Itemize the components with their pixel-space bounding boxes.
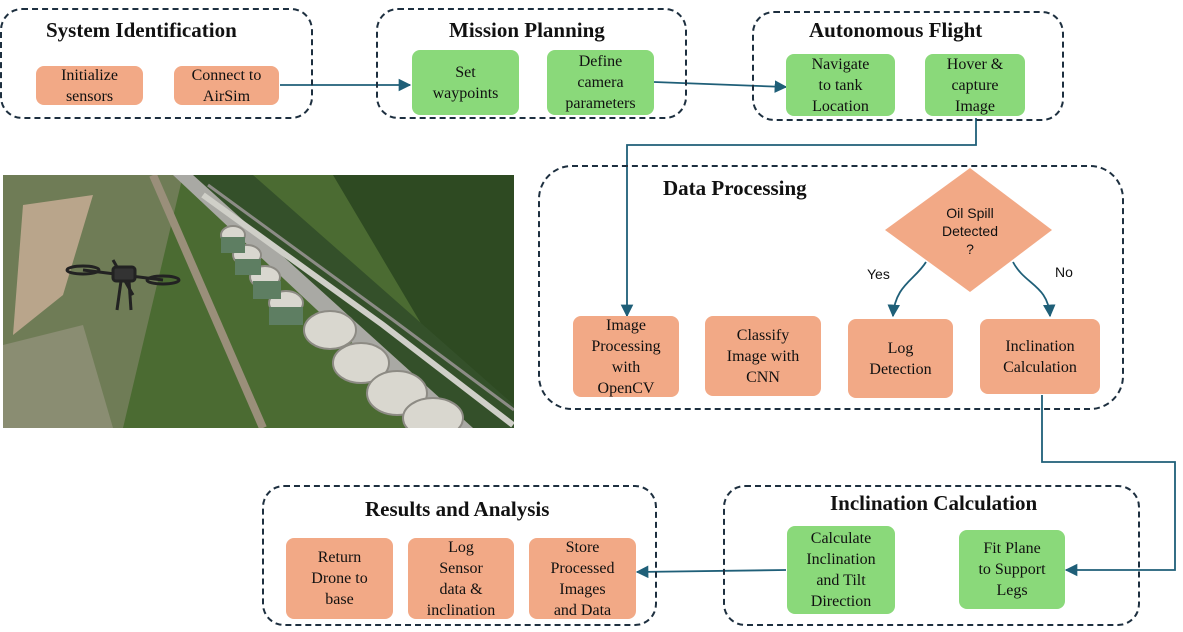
step-return-drone: Return Drone to base [286,538,393,619]
step-inclination-calculation: Inclination Calculation [980,319,1100,394]
step-define-camera-parameters: Define camera parameters [547,50,654,115]
group-title: Autonomous Flight [809,18,983,42]
group-title: Mission Planning [449,18,605,42]
arrow-inclination-to-results [635,565,787,579]
group-system-identification [0,8,313,119]
branch-no-label: No [1055,264,1073,280]
group-autonomous-flight [752,11,1064,121]
group-mission-planning [376,8,687,119]
step-image-processing-opencv: Image Processing with OpenCV [573,316,679,397]
decision-label: Oil Spill Detected ? [941,205,999,257]
group-title: Inclination Calculation [830,491,1038,515]
group-inclination-calculation [723,485,1140,626]
arrow-flight-to-processing [620,118,977,318]
step-set-waypoints: Set waypoints [412,50,519,115]
step-connect-airsim: Connect to AirSim [174,66,279,105]
branch-yes-label: Yes [867,266,890,282]
arrow-mission-to-flight [653,80,788,93]
group-data-processing [538,165,1124,410]
step-hover-capture-image: Hover & capture Image [925,54,1025,116]
step-navigate-to-tank: Navigate to tank Location [786,54,895,116]
group-results-analysis [262,485,657,626]
step-initialize-sensors: Initialize sensors [36,66,143,105]
decision-diamond [885,168,1052,292]
group-title: Results and Analysis [365,497,550,521]
arrow-yes-branch [887,261,927,318]
group-title: Data Processing [663,176,807,200]
aerial-drone-photo [3,175,514,428]
step-store-processed-images: Store Processed Images and Data [529,538,636,619]
step-log-detection: Log Detection [848,319,953,398]
arrow-no-branch [1012,261,1056,318]
step-fit-plane-support-legs: Fit Plane to Support Legs [959,530,1065,609]
step-log-sensor-data: Log Sensor data & inclination [408,538,514,619]
step-calculate-inclination-tilt: Calculate Inclination and Tilt Direction [787,526,895,614]
group-title: System Identification [46,18,237,42]
step-classify-cnn: Classify Image with CNN [705,316,821,396]
